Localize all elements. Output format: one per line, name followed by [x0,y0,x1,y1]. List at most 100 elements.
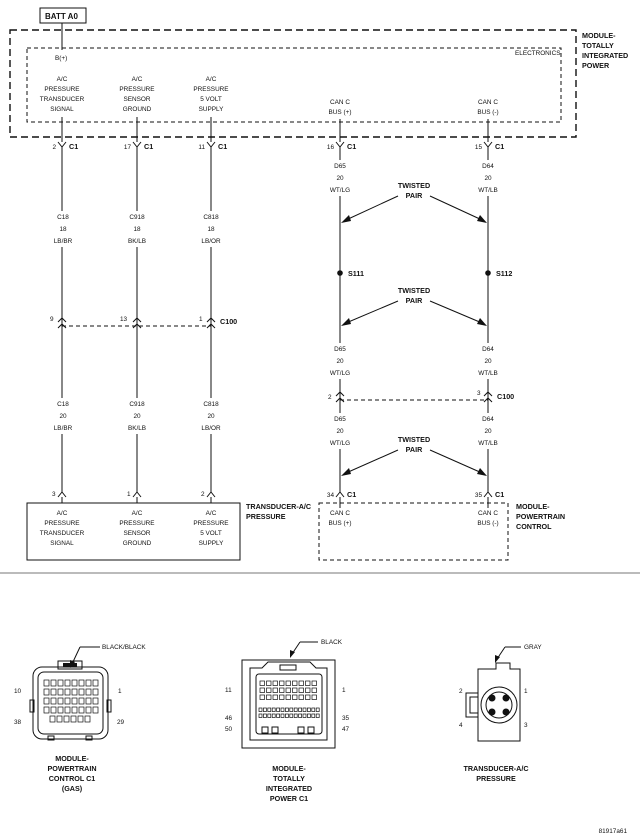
pin-cavity [285,713,289,718]
splice-s111-dot [337,270,343,276]
transducer-pin-1: 1 [127,491,131,498]
pin-cavity [305,680,311,686]
twisted-pair-3: TWISTED PAIR [341,435,487,476]
c100-pin-9: 9 [50,316,54,323]
pin-cavity [279,694,285,700]
splice-s111-label: S111 [348,269,364,278]
pin-cavity [78,697,85,705]
pin-cavity [57,697,64,705]
c100-name-right: C100 [497,392,514,401]
tip-label-2-l4: GROUND [123,106,152,113]
pin-cavity [56,715,63,723]
svg-text:PAIR: PAIR [406,191,423,200]
pin-cavity [266,694,272,700]
c100-name-left: C100 [220,317,237,326]
svg-text:47: 47 [342,726,350,733]
tip-pin-15: 15 [475,144,483,151]
pin-cavity [64,697,71,705]
svg-text:PRESSURE: PRESSURE [119,520,154,527]
tip-pin-11-fork [206,141,216,148]
svg-text:(GAS): (GAS) [62,784,83,793]
wire-c918-color: BK/LB [128,238,146,245]
wire-c18-code: C18 [57,214,69,221]
pin-cavity [311,713,316,718]
pin-cavity [293,713,298,718]
pin-cavity [292,694,298,700]
svg-text:35: 35 [342,715,350,722]
pin-cavity [77,715,84,723]
wire-d65-low-gauge: 20 [336,428,344,435]
pin-cavity [272,694,278,700]
connector-transducer: GRAY 2 1 4 3 TRANSDUCER-A/C PRESSURE [459,644,542,783]
pin-cavity [258,707,263,712]
twisted-pair-2: TWISTED PAIR [341,286,487,326]
pin-cavity [311,680,317,686]
tip-pin-16-conn: C1 [347,142,356,151]
tip-label-3-l2: PRESSURE [193,86,228,93]
pin-cavity [271,713,276,718]
svg-text:MODULE-: MODULE- [55,754,89,763]
wire-c18-lower-gauge: 20 [59,413,67,420]
c100-pin-13: 13 [120,316,128,323]
tip-label-4-l2: BUS (+) [329,109,352,116]
wire-c918-gauge: 18 [133,226,141,233]
pin-cavity [263,713,267,718]
pcm-pin-34-conn: C1 [347,490,356,499]
pin-cavity [311,687,317,693]
svg-text:1: 1 [118,688,122,695]
wire-d65-mid-code: D65 [334,346,346,353]
tip-pin-11: 11 [198,144,205,151]
svg-text:1: 1 [342,687,346,694]
pin-cavity [267,713,272,718]
wire-c18-color: LB/BR [54,238,73,245]
svg-text:4: 4 [459,722,463,729]
svg-text:A/C: A/C [57,510,68,517]
tip-label-3-l3: 5 VOLT [200,96,222,103]
pin-cavity [64,688,71,696]
wire-d64-low-color: WT/LB [478,440,498,447]
svg-text:PAIR: PAIR [406,445,423,454]
pin-cavity [298,707,302,712]
wire-c818-lower-gauge: 20 [207,413,215,420]
pin-cavity [92,679,99,687]
wire-d64-code: D64 [482,163,494,170]
svg-text:5 VOLT: 5 VOLT [200,530,222,537]
pin-cavity [279,680,285,686]
pin-cavity [57,688,64,696]
svg-text:PAIR: PAIR [406,296,423,305]
svg-text:SENSOR: SENSOR [124,530,151,537]
pin-cavity [64,706,71,714]
svg-text:TWISTED: TWISTED [398,181,430,190]
c100-pin-1: 1 [199,316,203,323]
svg-text:46: 46 [225,715,233,722]
pin-cavity [85,697,92,705]
pin-cavity [285,687,291,693]
pin-cavity [302,707,307,712]
svg-text:TRANSDUCER-A/C: TRANSDUCER-A/C [463,764,528,773]
pin-cavity [85,688,92,696]
tip-label-3-l4: SUPPLY [199,106,224,113]
wire-d64-gauge: 20 [484,175,492,182]
can-wires: D65 20 WT/LG D64 20 WT/LB D65 20 WT/LG D… [327,147,514,492]
module-tip-name-2: TOTALLY [582,41,614,50]
tip-pin-17: 17 [124,144,132,151]
pin-cavity [71,706,78,714]
pin-cavity [279,687,285,693]
tip-c1-pin-grid [258,680,320,718]
pin-cavity [259,680,265,686]
pin-cavity [315,713,320,718]
pin-cavity [71,697,78,705]
pin-cavity [305,687,311,693]
svg-text:INTEGRATED: INTEGRATED [266,784,312,793]
pin-cavity [305,694,311,700]
pin-cavity [272,680,278,686]
tip-c1-callout: BLACK [321,639,343,646]
svg-text:PRESSURE: PRESSURE [476,774,516,783]
transducer-pin-d [502,708,510,716]
svg-text:10: 10 [14,688,22,695]
connector-pcm-c1: BLACK/BLACK 10 1 38 29 MODULE- POWERTRAI… [14,644,146,793]
svg-text:TWISTED: TWISTED [398,435,430,444]
pin-cavity [78,688,85,696]
wire-c818-lower-code: C818 [203,401,219,408]
